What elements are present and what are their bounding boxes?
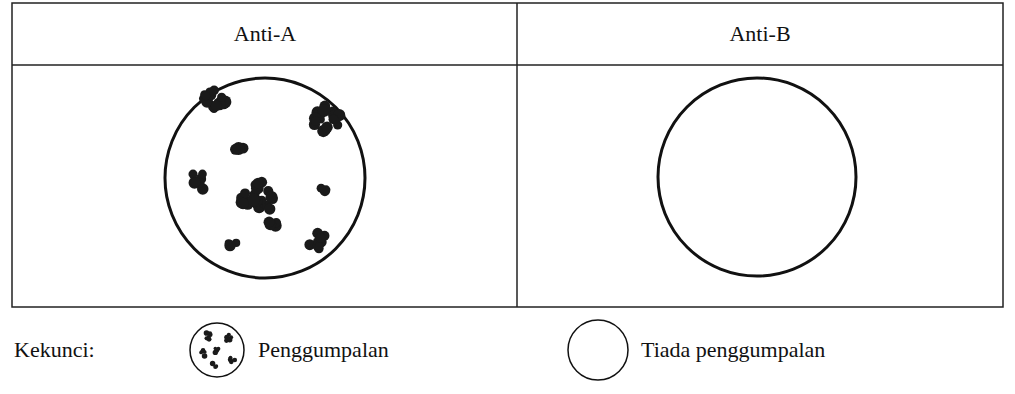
clump-dot (202, 353, 208, 359)
clump-dot (201, 91, 210, 100)
legend-title: Kekunci: (14, 337, 95, 363)
clump-dot (209, 85, 219, 95)
column-header: Anti-B (729, 21, 790, 47)
clump-dot (253, 178, 264, 189)
legend-agglutination-clumps (199, 330, 237, 369)
clump-dot (203, 350, 207, 354)
clump-dot (227, 337, 232, 342)
clump-dot (318, 104, 331, 117)
clump-dot (315, 242, 323, 250)
clump-dot (316, 233, 326, 243)
no-agglutination-circle (658, 78, 856, 276)
agglutination-clumps (188, 85, 345, 253)
clump-dot (211, 100, 222, 111)
clump-dot (207, 337, 212, 342)
legend-label: Tiada penggumpalan (641, 337, 825, 363)
column-header: Anti-A (234, 21, 296, 47)
legend-agglutination-sample (190, 323, 244, 377)
clump-dot (229, 356, 233, 360)
clump-dot (230, 144, 241, 155)
clump-dot (264, 217, 275, 228)
clump-dot (321, 121, 332, 132)
clump-dot (265, 191, 277, 203)
legend-label: Penggumpalan (258, 337, 389, 363)
clump-dot (224, 240, 235, 251)
clump-dot (317, 184, 326, 193)
column-divider (516, 3, 518, 307)
clump-dot (198, 170, 207, 179)
clump-dot (210, 361, 215, 366)
clump-dot (214, 347, 218, 351)
clump-dot (213, 350, 218, 355)
clump-dot (237, 198, 249, 210)
legend-no-agglutination-sample (568, 320, 628, 380)
clump-dot (204, 330, 210, 336)
table-grid (12, 3, 1003, 307)
table-border (12, 3, 1003, 307)
clump-dot (233, 358, 238, 363)
header-divider (12, 64, 1003, 66)
agglutination-circle (165, 78, 365, 278)
clump-dot (191, 177, 201, 187)
clump-dot (264, 203, 275, 214)
clump-dot (311, 116, 320, 125)
clump-dot (191, 177, 200, 186)
clump-dot (240, 188, 250, 198)
clump-dot (217, 93, 226, 102)
